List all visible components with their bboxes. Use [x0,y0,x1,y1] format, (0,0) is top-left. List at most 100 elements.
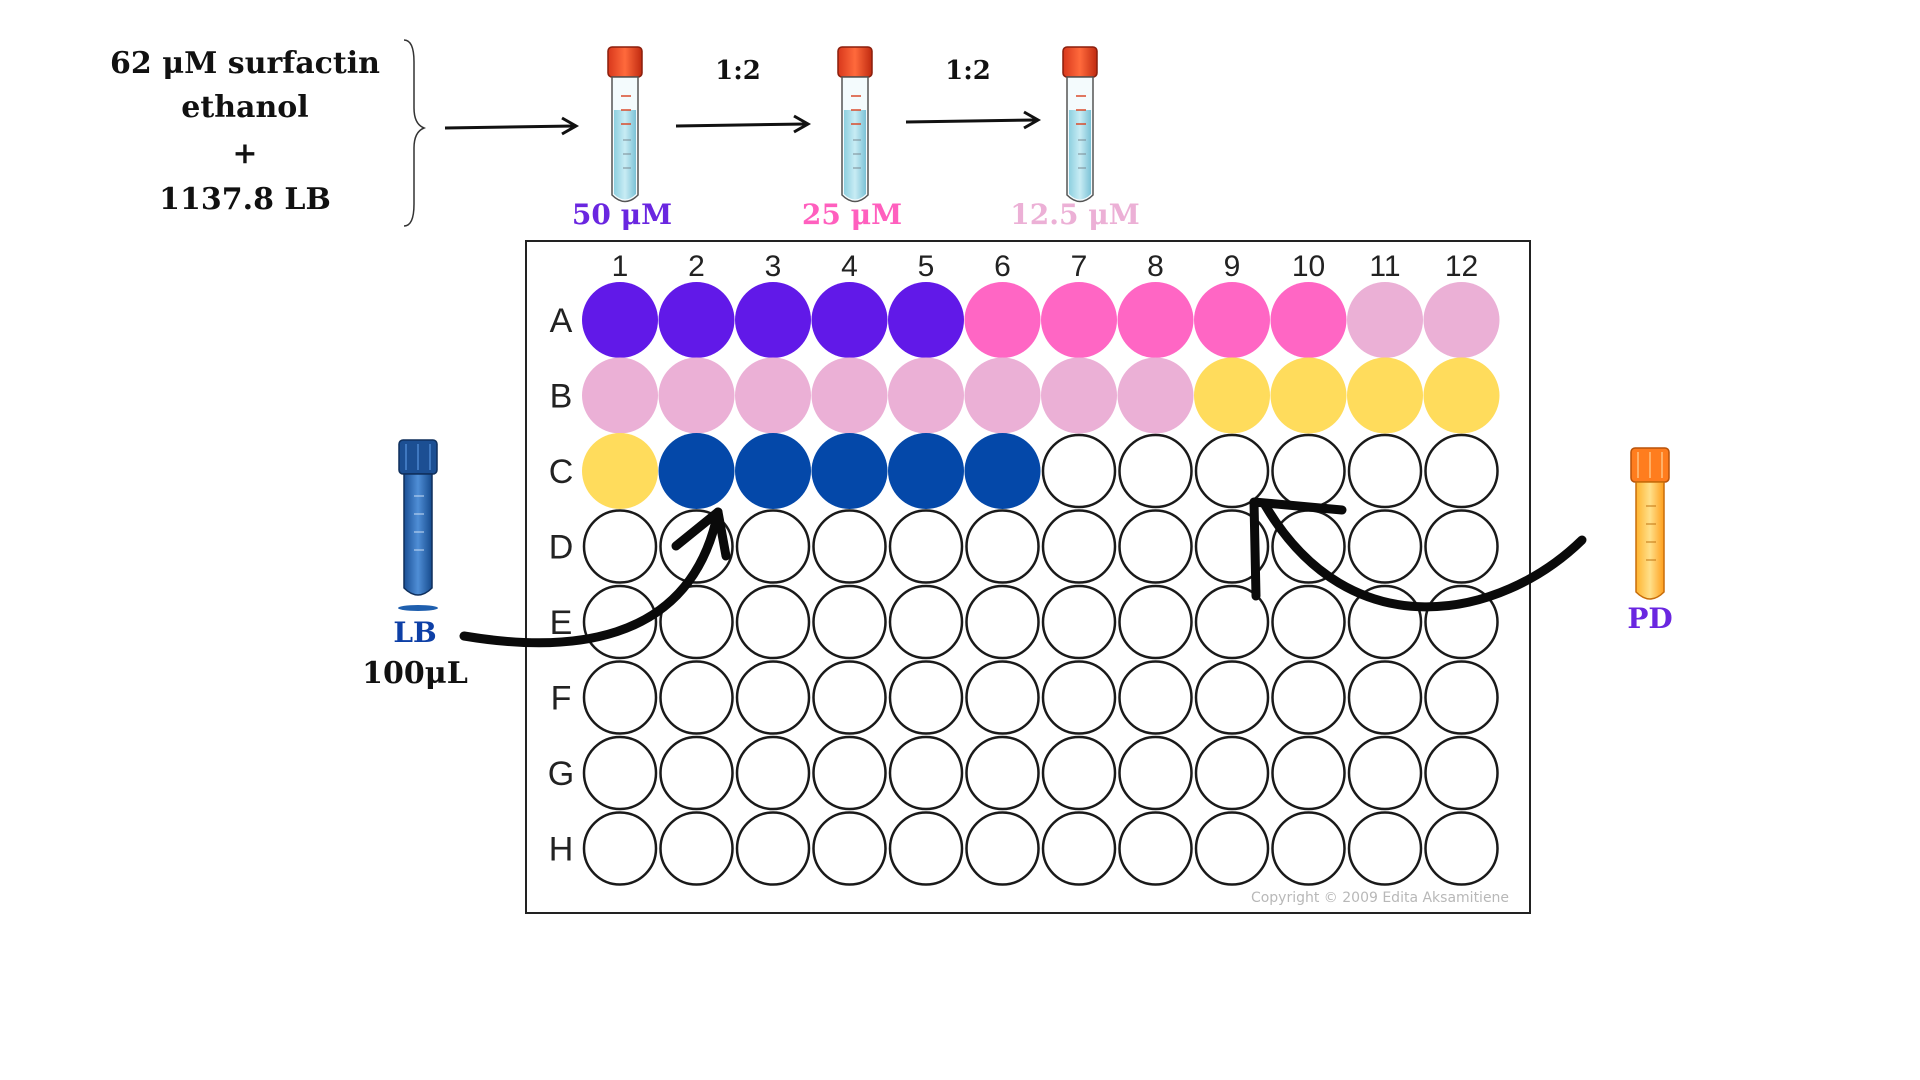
well-E7 [1041,584,1117,660]
well-G8 [1118,735,1193,811]
well-B2 [658,357,735,434]
well-F11 [1347,660,1423,735]
well-B3 [735,357,811,434]
well-B8 [1117,357,1194,434]
well-H5 [888,811,964,886]
well-E8 [1118,584,1193,660]
well-H2 [659,811,734,886]
well-F8 [1118,660,1193,735]
well-D11 [1347,509,1423,584]
arrow-to-tube-3 [905,110,1042,130]
well-E2 [659,584,734,660]
column-label-12: 12 [1445,250,1478,283]
well-A4 [811,282,888,358]
well-G3 [735,735,811,811]
conc-label-25: 25 μM [801,198,903,231]
tube-50-um-icon [607,46,643,203]
row-label-E: E [550,604,573,642]
well-A12 [1423,282,1500,358]
well-H3 [735,811,811,886]
well-E5 [888,584,964,660]
well-C8 [1118,433,1193,509]
well-A7 [1041,282,1117,358]
well-G7 [1041,735,1117,811]
well-F7 [1041,660,1117,735]
pd-transfer-arrow [1249,497,1587,612]
row-label-D: D [549,529,574,567]
well-H1 [582,811,658,886]
lb-tube-icon [398,439,438,611]
well-C9 [1194,433,1270,509]
well-D6 [965,509,1040,584]
well-G12 [1424,735,1499,811]
column-label-3: 3 [765,250,782,283]
well-D4 [812,509,887,584]
well-F6 [965,660,1040,735]
arrow-to-tube-2 [675,114,812,134]
well-D1 [582,509,658,584]
well-G5 [888,735,964,811]
well-C11 [1347,433,1423,509]
row-label-F: F [551,680,572,718]
tube-25-um-icon [837,46,873,203]
well-H6 [965,811,1040,886]
well-F4 [812,660,887,735]
tube-12-5-um-icon [1062,46,1098,203]
column-label-6: 6 [994,250,1011,283]
well-F3 [735,660,811,735]
well-C5 [888,433,964,509]
well-C6 [964,433,1041,509]
well-B12 [1423,357,1500,434]
well-A11 [1347,282,1423,358]
column-label-2: 2 [688,250,705,283]
lb-tube-label: LB [393,616,437,649]
well-F10 [1271,660,1346,735]
stock-plus: + [232,136,258,171]
well-B5 [888,357,964,434]
arrow-to-tube-1 [444,116,580,136]
lb-volume-label: 100μL [362,656,468,691]
well-A3 [735,282,811,358]
well-A5 [888,282,964,358]
well-H4 [812,811,887,886]
stock-line-surfactin: 62 μM surfactin [110,46,380,81]
well-H12 [1424,811,1499,886]
well-C4 [811,433,888,509]
well-A8 [1117,282,1194,358]
well-B7 [1041,357,1117,434]
column-label-1: 1 [612,250,629,283]
row-label-B: B [550,378,573,416]
well-B11 [1347,357,1423,434]
well-B6 [964,357,1041,434]
column-label-11: 11 [1369,250,1400,283]
row-label-G: G [548,755,574,793]
well-H11 [1347,811,1423,886]
well-D12 [1424,509,1499,584]
well-C1 [582,433,658,509]
dilution-ratio-1: 1:2 [715,56,761,86]
dilution-ratio-2: 1:2 [945,56,991,86]
well-G11 [1347,735,1423,811]
column-label-8: 8 [1147,250,1164,283]
conc-label-12-5: 12.5 μM [1010,198,1140,231]
column-label-4: 4 [841,250,858,283]
pd-tube-icon [1630,447,1670,600]
well-A10 [1270,282,1347,358]
stock-line-lb: 1137.8 LB [159,182,331,217]
well-D3 [735,509,811,584]
well-E10 [1271,584,1346,660]
well-A2 [658,282,735,358]
copyright-text: Copyright © 2009 Edita Aksamitiene [1251,890,1509,906]
well-F5 [888,660,964,735]
well-H8 [1118,811,1193,886]
well-A1 [582,282,658,358]
well-H10 [1271,811,1346,886]
well-G2 [659,735,734,811]
well-F1 [582,660,658,735]
well-D8 [1118,509,1193,584]
well-C3 [735,433,811,509]
well-C12 [1424,433,1499,509]
